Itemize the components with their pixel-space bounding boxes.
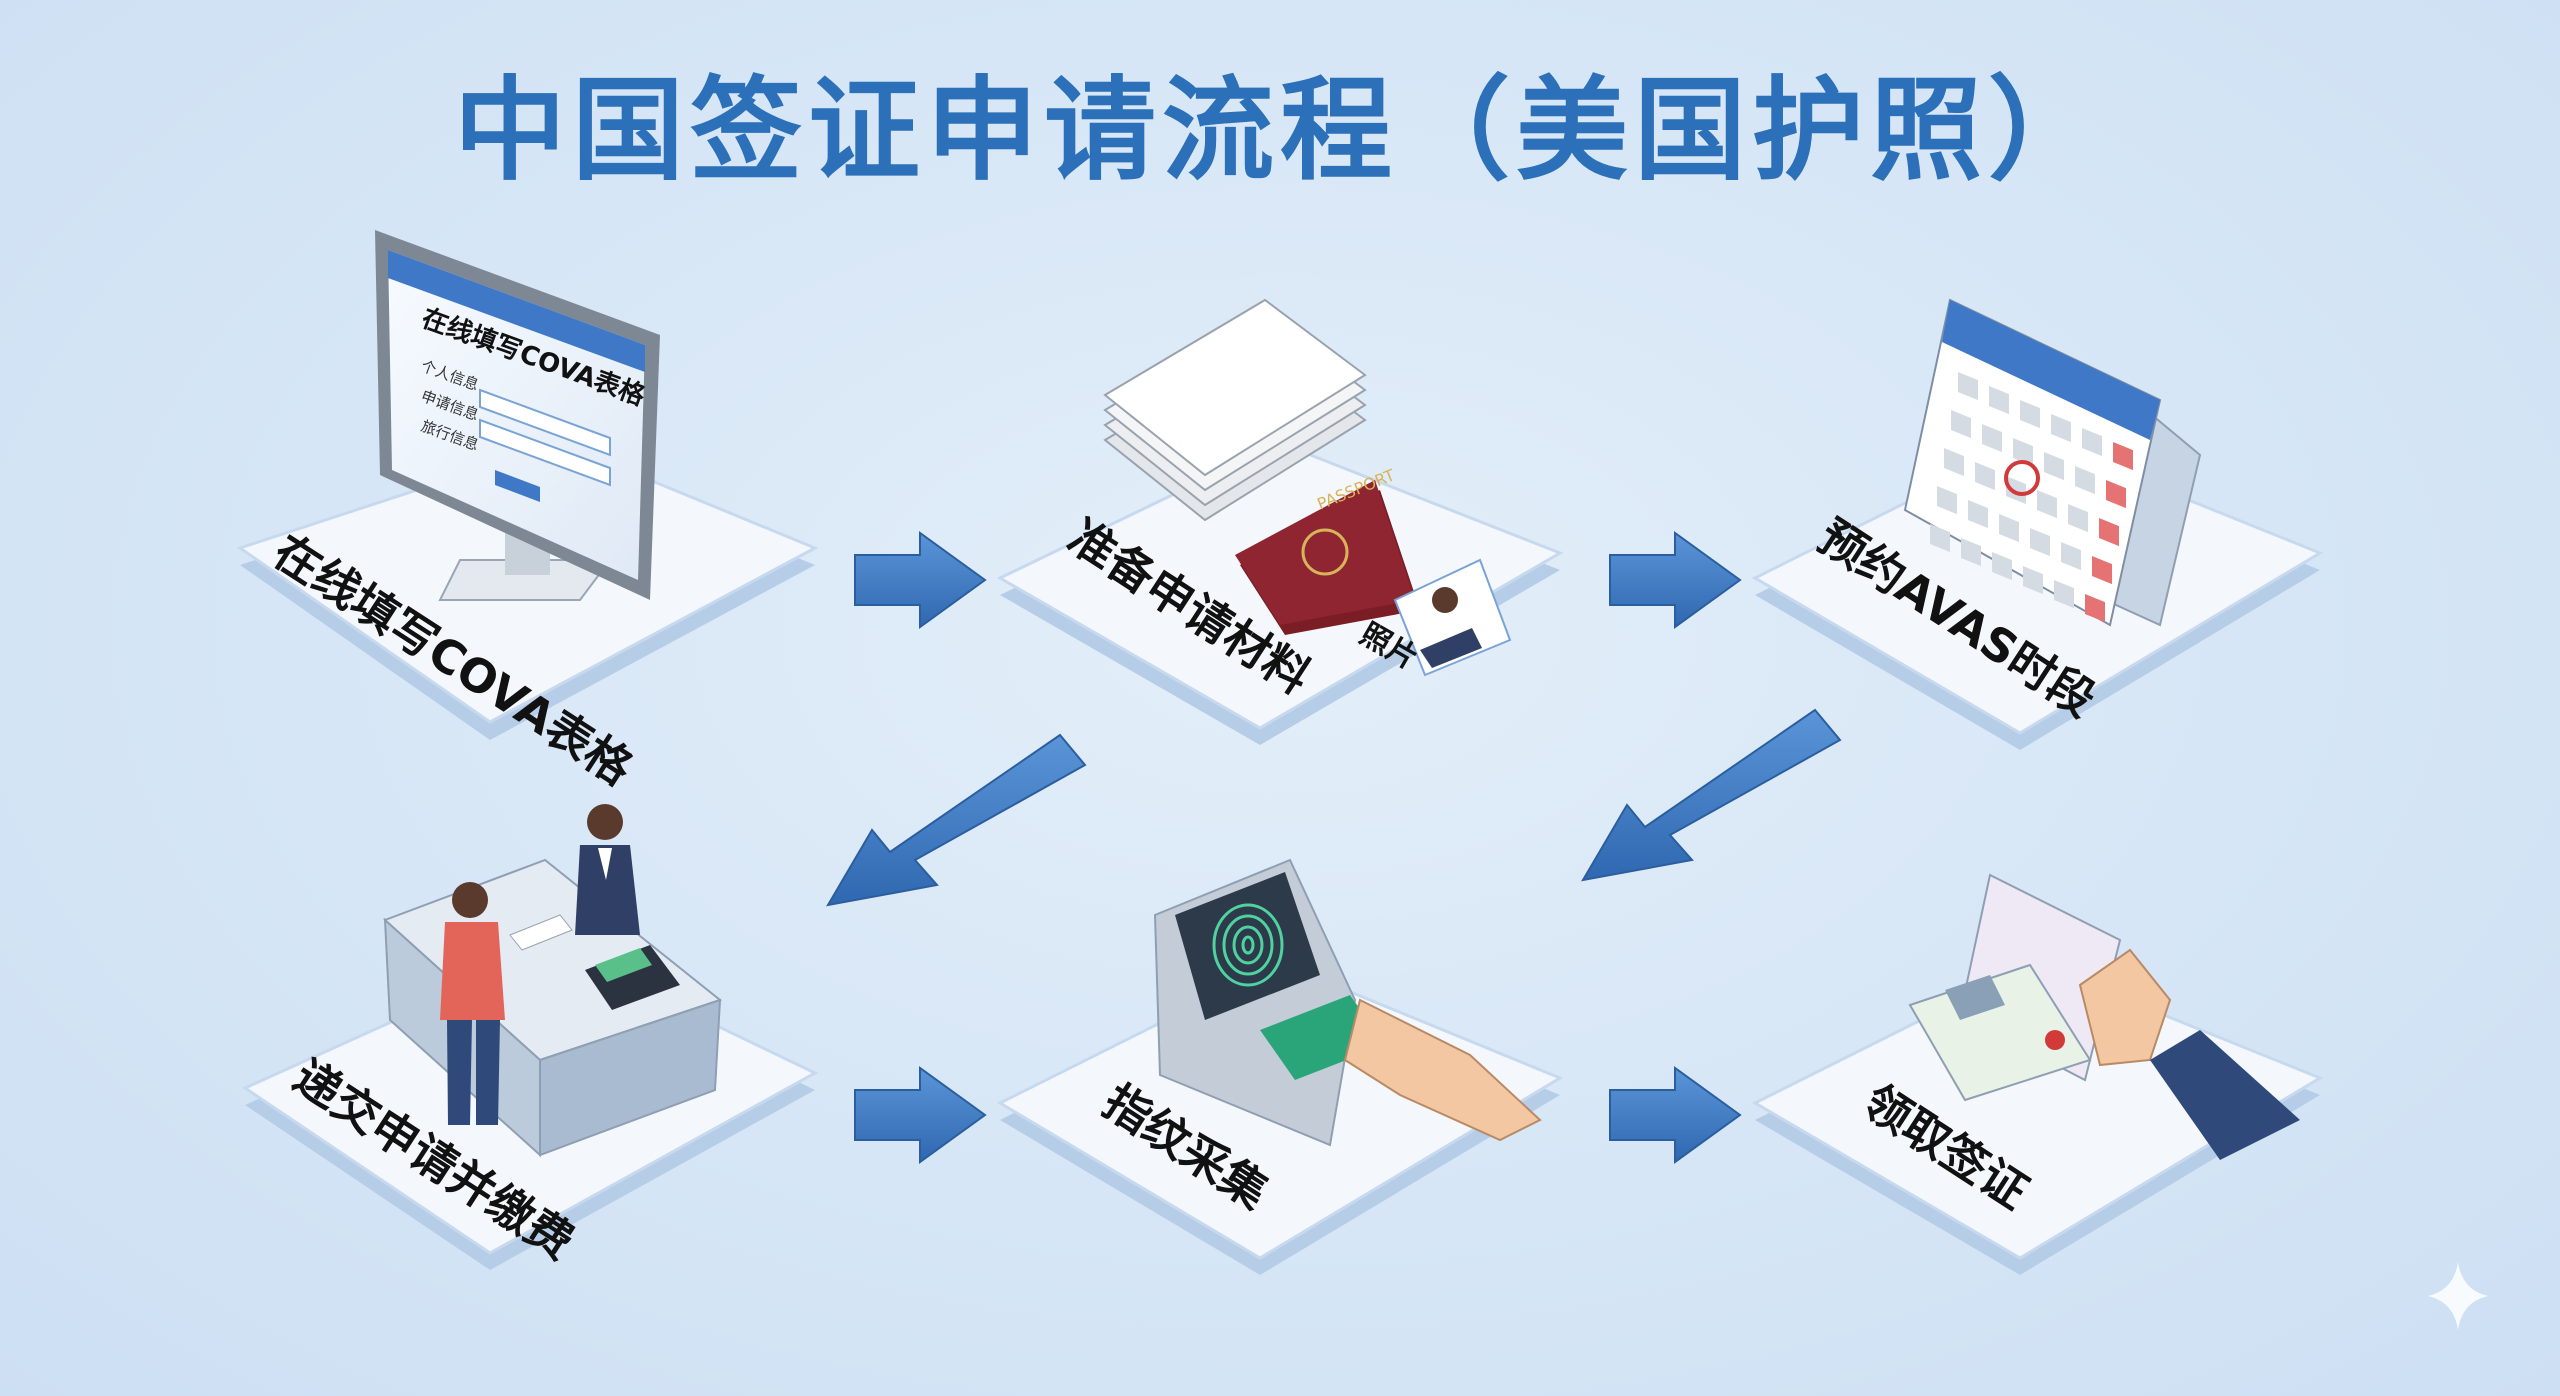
calendar-day-cell: [2051, 414, 2071, 443]
page-title: 中国签证申请流程（美国护照）: [454, 66, 2106, 196]
calendar-day-cell: [2099, 518, 2119, 547]
step-5-tile: 指纹采集: [996, 858, 1564, 1275]
calendar-day-cell: [2106, 480, 2126, 509]
computer-icon: 在线填写COVA表格 个人信息 申请信息 旅行信息: [375, 230, 660, 601]
step-2-tile: PASSPORT 照片 准备申请材料: [996, 298, 1564, 745]
calendar-icon: [1903, 298, 2202, 627]
calendar-day-cell: [1992, 552, 2012, 581]
calendar-day-cell: [1930, 524, 1950, 553]
visa-passport-icon: [1908, 873, 2300, 1160]
calendar-day-cell: [2092, 556, 2112, 585]
step-6-tile: 领取签证: [1751, 873, 2324, 1275]
calendar-day-cell: [1975, 462, 1995, 491]
calendar-day-cell: [2037, 490, 2057, 519]
arrow-step1-to-step2: [854, 531, 987, 629]
calendar-grid: [1930, 372, 2133, 623]
arrow-from-step3-diagonal: [1581, 708, 1842, 882]
step-1-tile: 在线填写COVA表格 个人信息 申请信息 旅行信息 在线填写COVA表格: [236, 230, 819, 796]
step-3-tile: 预约AVAS时段: [1751, 298, 2324, 750]
calendar-day-cell: [1982, 424, 2002, 453]
arrow-step4-to-step5: [854, 1066, 987, 1164]
calendar-day-cell: [2030, 528, 2050, 557]
calendar-day-cell: [1968, 500, 1988, 529]
fingerprint-icon: [1153, 858, 1542, 1147]
counter-icon: [383, 804, 723, 1158]
calendar-day-cell: [2113, 442, 2133, 471]
calendar-day-cell: [2085, 594, 2105, 623]
calendar-day-cell: [2023, 566, 2043, 595]
calendar-day-cell: [1937, 486, 1957, 515]
calendar-day-cell: [2082, 428, 2102, 457]
calendar-day-cell: [2020, 400, 2040, 429]
calendar-day-cell: [1989, 386, 2009, 415]
sparkle-icon: [2428, 1262, 2488, 1330]
arrow-step5-to-step6: [1609, 1066, 1742, 1164]
calendar-day-cell: [2006, 476, 2026, 505]
calendar-day-cell: [2068, 504, 2088, 533]
step-4-tile: 递交申请并缴费: [241, 804, 819, 1270]
calendar-day-cell: [1961, 538, 1981, 567]
arrow-step2-to-step3: [1609, 531, 1742, 629]
calendar-day-cell: [2013, 438, 2033, 467]
calendar-day-cell: [2044, 452, 2064, 481]
calendar-day-cell: [1951, 410, 1971, 439]
calendar-day-cell: [2054, 580, 2074, 609]
calendar-day-cell: [1944, 448, 1964, 477]
calendar-day-cell: [1999, 514, 2019, 543]
calendar-day-cell: [1958, 372, 1978, 401]
calendar-day-cell: [2061, 542, 2081, 571]
calendar-day-cell: [2075, 466, 2095, 495]
arrow-step3-to-step4: [826, 733, 1087, 907]
